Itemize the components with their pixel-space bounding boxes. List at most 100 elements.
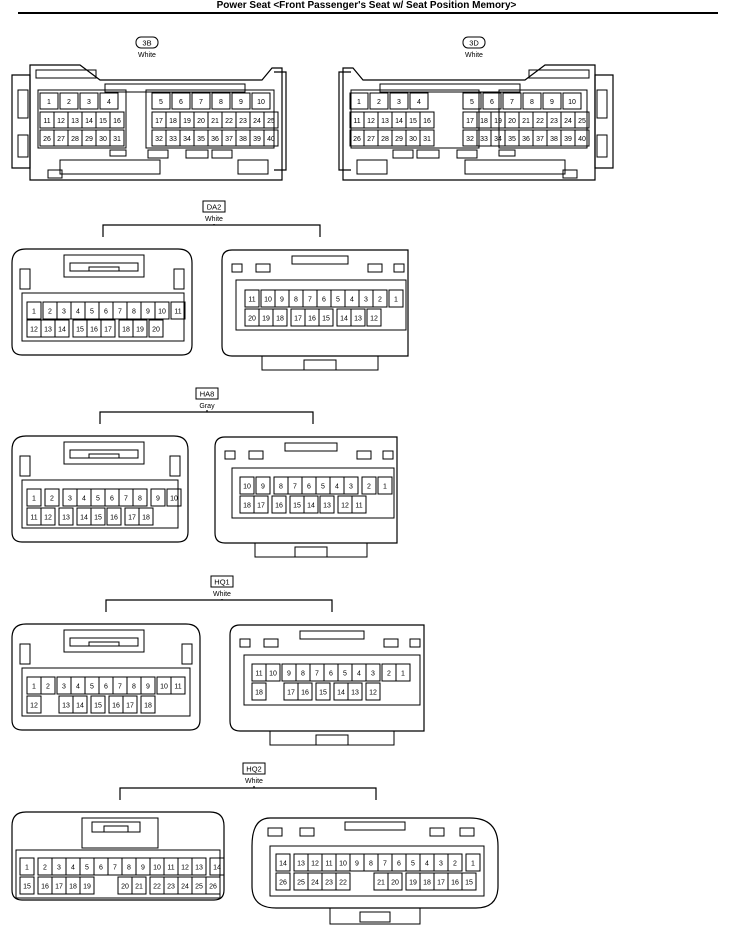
pin-number: 39 [564,136,572,143]
pin-number: 7 [118,684,122,691]
pin-number: 13 [381,118,389,125]
pin-cell [191,857,207,876]
pin-cell [297,682,313,701]
pin-number: 18 [144,703,152,710]
housing-window [459,827,475,837]
pin-number: 3 [397,99,401,106]
pin-number: 27 [367,136,375,143]
pin-number: 4 [76,684,80,691]
pin-cell [40,507,56,526]
pin-number: 17 [287,690,295,697]
pin-number: 21 [377,880,385,887]
pin-cell [419,129,435,147]
pin-number: 17 [155,118,163,125]
pin-number: 21 [522,118,530,125]
housing-outline [338,71,351,171]
pin-cell [372,289,388,308]
pin-cell [39,92,59,110]
pin-number: 4 [335,484,339,491]
pin-number: 10 [160,684,168,691]
pin-cell [239,476,255,495]
housing-detail [392,149,414,159]
pin-cell [72,695,88,714]
housing-outline [594,74,614,169]
pin-cell [122,695,138,714]
housing-window [367,263,383,273]
pin-cell [447,853,463,872]
pin-cell [109,111,125,129]
pin-cell [318,308,334,327]
pin-cell [387,872,403,891]
pin-number: 13 [297,861,305,868]
connector-color: Gray [199,403,215,410]
pin-number: 10 [568,99,576,106]
pin-number: 4 [357,671,361,678]
pin-number: 18 [142,515,150,522]
pin-number: 26 [279,880,287,887]
pin-number: 8 [301,671,305,678]
pin-number: 17 [126,703,134,710]
lock-tab-slot [88,641,120,647]
pin-cell [251,682,267,701]
pin-number: 25 [267,118,275,125]
housing-detail [562,169,578,179]
housing-detail [59,159,161,175]
pin-number: 19 [262,316,270,323]
pin-number: 23 [325,880,333,887]
pin-number: 14 [395,118,403,125]
pin-number: 2 [453,861,457,868]
pin-number: 10 [170,496,178,503]
pin-cell [26,695,42,714]
pin-number: 7 [510,99,514,106]
housing-detail [356,159,388,175]
pin-number: 40 [578,136,586,143]
pin-number: 3 [68,496,72,503]
housing-detail [498,89,588,149]
pin-number: 2 [50,496,54,503]
pin-number: 1 [32,496,36,503]
housing-detail [109,149,127,157]
housing-detail [379,83,521,93]
pin-number: 10 [158,309,166,316]
pin-number: 1 [383,484,387,491]
pin-cell [303,495,319,514]
pin-number: 3 [62,684,66,691]
pin-number: 33 [480,136,488,143]
pin-number: 3 [349,484,353,491]
pin-number: 3 [439,861,443,868]
pin-number: 15 [23,884,31,891]
pin-number: 10 [153,865,161,872]
pin-number: 5 [96,496,100,503]
housing-window [383,638,399,648]
pin-number: 18 [255,690,263,697]
pin-number: 15 [99,118,107,125]
housing-detail [211,149,233,159]
connector-id-box [242,762,266,775]
pin-cell [522,92,542,110]
housing-outline [11,74,31,169]
pin-cell [191,92,211,110]
pin-number: 8 [127,865,131,872]
male-housing [11,623,201,731]
pin-cell [154,301,170,320]
pin-number: 14 [76,703,84,710]
pin-number: 23 [239,118,247,125]
pin-number: 13 [44,327,52,334]
pin-cell [275,853,291,872]
pin-number: 16 [451,880,459,887]
pin-number: 17 [104,327,112,334]
lock-tab [81,817,159,849]
pin-number: 30 [409,136,417,143]
pin-number: 10 [257,99,265,106]
housing-window [255,263,271,273]
pin-number: 8 [219,99,223,106]
housing-detail [464,159,566,175]
pin-number: 4 [82,496,86,503]
pin-cell [131,876,147,895]
pin-cell [542,92,562,110]
pin-cell [315,682,331,701]
pin-number: 2 [67,99,71,106]
housing-detail [596,134,608,158]
pin-number: 4 [76,309,80,316]
